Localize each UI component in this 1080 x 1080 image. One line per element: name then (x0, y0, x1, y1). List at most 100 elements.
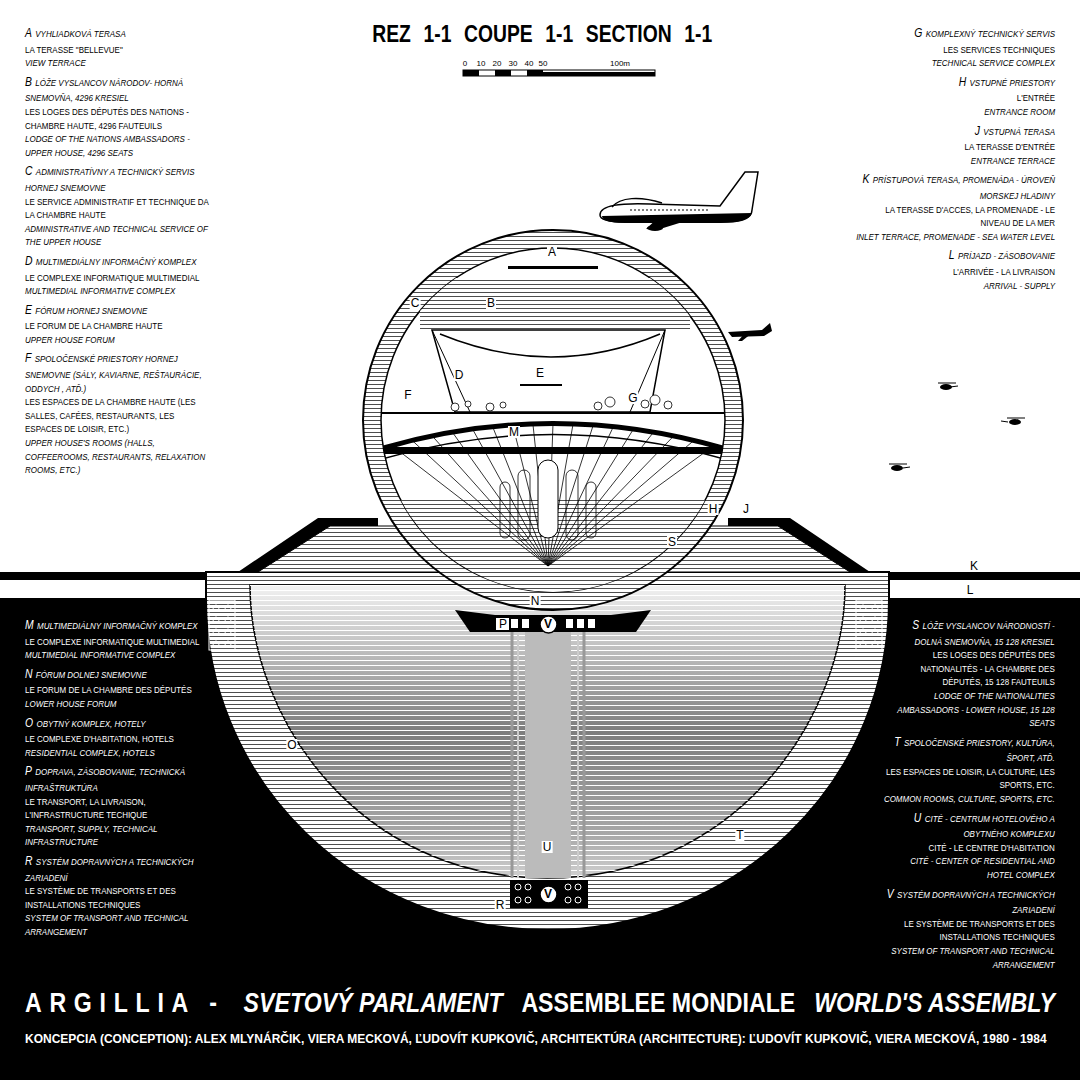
section-title: REZ 1-1 COUPE 1-1 SECTION 1-1 (372, 22, 712, 46)
central-shaft (512, 632, 584, 878)
french-text: CITÉ - LE CENTRE D'HABITATION (883, 841, 1055, 855)
legend-line: BLÓŽE VYSLANCOV NÁRODOV- HORNÁ SNEMOVŇA,… (25, 74, 210, 105)
legend-line: RSYSTÉM DOPRAVNÝCH A TECHNICKÝCH ZARIADE… (25, 853, 200, 884)
legend-entry: U CITÉ - CENTRUM HOTELOVÉHO A OBYTNÉHO KO… (883, 810, 1055, 882)
slovak-text: SPOLOČENSKÉ PRIESTORY, KULTÚRA, ŠPORT, A… (904, 737, 1055, 764)
slovak-text: CITÉ - CENTRUM HOTELOVÉHO A OBYTNÉHO KOM… (925, 813, 1055, 840)
scale-number: 40 (525, 60, 534, 68)
legend-line: SLÓŽE VYSLANCOV NÁRODNOSTÍ - DOLNÁ SNEMO… (883, 617, 1055, 648)
callout-letter: M (508, 426, 520, 438)
ground (0, 572, 1080, 1080)
legend-line: LPRÍJAZD - ZÁSOBOVANIE (855, 247, 1055, 265)
fan-line (452, 432, 548, 566)
callout-letter: O (286, 739, 297, 751)
legend-column: GKOMPLEXNÝ TECHNICKÝ SERVISLES SERVICES … (855, 25, 1055, 296)
small-aircraft (728, 323, 1025, 471)
english-text: MULTIMEDIAL INFORMATIVE COMPLEX (25, 648, 200, 662)
french-text: LE TRANSPORT, LA LIVRAISON, L'INFRASTRUC… (25, 795, 200, 822)
legend-entry: FSPOLOČENSKÉ PRIESTORY HORNEJ SNEMOVNE (… (25, 350, 210, 476)
slovak-text: LÓŽE VYSLANCOV NÁRODOV- HORNÁ SNEMOVŇA, … (25, 77, 183, 104)
legend-line: KPRÍSTUPOVÁ TERASA, PROMENÁDA - ÚROVEŇ M… (855, 171, 1055, 202)
slovak-text: OBYTNÝ KOMPLEX, HOTELY (36, 718, 145, 729)
scale-number: 20 (493, 60, 502, 68)
key-letter: T (895, 735, 901, 749)
callout-letter: R (495, 899, 506, 911)
legend-entry: HVSTUPNÉ PRIESTORYL'ENTRÉEENTRANCE ROOM (855, 74, 1055, 119)
french-text: L'ARRIVÉE - LA LIVRAISON (855, 265, 1055, 279)
english-text: SYSTEM OF TRANSPORT AND TECHNICAL ARRANG… (25, 911, 200, 938)
callout-letter: F (403, 389, 412, 401)
legend-entry: LPRÍJAZD - ZÁSOBOVANIEL'ARRIVÉE - LA LIV… (855, 247, 1055, 292)
english-text: LODGE OF THE NATIONS AMBASSADORS -UPPER … (25, 132, 210, 159)
english-text: RESIDENTIAL COMPLEX, HOTELS (25, 746, 200, 760)
key-letter: U (914, 811, 921, 825)
legend-line: U CITÉ - CENTRUM HOTELOVÉHO A OBYTNÉHO KO… (883, 810, 1055, 841)
callout-letter: U (542, 841, 553, 853)
legend-line: GKOMPLEXNÝ TECHNICKÝ SERVIS (855, 25, 1055, 43)
french-text: LE FORUM DE LA CHAMBRE HAUTE (25, 319, 210, 333)
legend-entry: JVSTUPNÁ TERASALA TERASSE D'ENTRÉEENTRAN… (855, 123, 1055, 168)
english-text: ENTRANCE TERRACE (855, 154, 1055, 168)
french-text: LES LOGES DES DÉPUTÉS DES NATIONALITÉS -… (883, 648, 1055, 689)
circle-marker: V (539, 615, 558, 634)
legend-entry: CADMINISTRATÍVNY A TECHNICKÝ SERVIS HORN… (25, 163, 210, 249)
english-text: TRANSPORT, SUPPLY, TECHNICAL INFRASTRUCT… (25, 822, 200, 849)
french-text: LE SYSTÈME DE TRANSPORTS ET DES INSTALLA… (25, 884, 200, 911)
legend-line: PDOPRAVA, ZÁSOBOVANIE, TECHNICKÁ INFRAŠT… (25, 763, 200, 794)
legend-entry: D MULTIMEDIÁLNY INFORMAČNÝ KOMPLEX LE COMP… (25, 253, 210, 298)
legend-entry: KPRÍSTUPOVÁ TERASA, PROMENÁDA - ÚROVEŇ M… (855, 171, 1055, 243)
english-text: MULTIMEDIAL INFORMATIVE COMPLEX (25, 284, 210, 298)
french-text: LES ESPACES DE LA CHAMBRE HAUTE (LES SAL… (25, 395, 210, 436)
slovak-text: SYSTÉM DOPRAVNÝCH A TECHNICKÝCH ZARIADEN… (25, 856, 194, 883)
key-letter: J (975, 124, 980, 138)
marker-letter: V (544, 888, 552, 900)
key-letter: R (25, 854, 32, 868)
key-letter: L (949, 248, 955, 262)
slovak-text: DOPRAVA, ZÁSOBOVANIE, TECHNICKÁ INFRAŠTR… (25, 766, 185, 793)
english-text: LOWER HOUSE FORUM (25, 697, 200, 711)
french-text: L'ENTRÉE (855, 91, 1055, 105)
french-text: LE SERVICE ADMINISTRATIF ET TECHNIQUE DA… (25, 195, 210, 222)
legend-line: EFÓRUM HORNEJ SNEMOVNE (25, 302, 210, 320)
slovak-text: LÓŽE VYSLANCOV NÁRODNOSTÍ - DOLNÁ SNEMOV… (915, 620, 1055, 647)
legend-line: JVSTUPNÁ TERASA (855, 123, 1055, 141)
legend-line: FSPOLOČENSKÉ PRIESTORY HORNEJ SNEMOVNE (… (25, 350, 210, 395)
legend-line: CADMINISTRATÍVNY A TECHNICKÝ SERVIS HORN… (25, 163, 210, 194)
key-letter: C (25, 164, 32, 178)
french-text: LE COMPLEXE INFORMATIQUE MULTIMEDIAL (25, 271, 210, 285)
callout-letter: N (530, 595, 541, 607)
french-text: LA TERASSE "BELLEVUE" (25, 43, 210, 57)
slovak-text: VSTUPNÁ TERASA (983, 126, 1055, 137)
slovak-text: MULTIMEDIÁLNY INFORMAČNÝ KOMPLEX (37, 620, 198, 631)
slovak-text: MULTIMEDIÁLNY INFORMAČNÝ KOMPLEX (36, 256, 197, 267)
legend-entry: RSYSTÉM DOPRAVNÝCH A TECHNICKÝCH ZARIADE… (25, 853, 200, 939)
callout-letter: T (735, 829, 744, 841)
fan-line (548, 446, 714, 566)
legend-column: SLÓŽE VYSLANCOV NÁRODNOSTÍ - DOLNÁ SNEMO… (883, 617, 1055, 975)
english-text: UPPER HOUSE FORUM (25, 333, 210, 347)
scale-number: 50 (539, 60, 548, 68)
transport-base (510, 880, 588, 908)
legend-line: TSPOLOČENSKÉ PRIESTORY, KULTÚRA, ŠPORT, … (883, 734, 1055, 765)
french-text: LA TERASSE D'ENTRÉE (855, 140, 1055, 154)
fan-line (473, 429, 549, 566)
legend-line: AVYHLIADKOVÁ TERASA (25, 25, 210, 43)
marker-letter: V (544, 618, 552, 630)
legend-entry: PDOPRAVA, ZÁSOBOVANIE, TECHNICKÁ INFRAŠT… (25, 763, 200, 849)
key-letter: D (25, 254, 32, 268)
scale-number: 100m (610, 60, 630, 68)
callout-letter: K (969, 560, 979, 572)
english-text: TECHNICAL SERVICE COMPLEX (855, 56, 1055, 70)
english-text: VIEW TERRACE (25, 56, 210, 70)
slovak-text: SYSTÉM DOPRAVNÝCH A TECHNICKÝCH ZARIADEN… (897, 889, 1055, 916)
french-text: LE SYSTÈME DE TRANSPORTS ET DES INSTALLA… (883, 917, 1055, 944)
key-letter: H (959, 75, 966, 89)
callout-letter: C (410, 297, 421, 309)
legend-entry: TSPOLOČENSKÉ PRIESTORY, KULTÚRA, ŠPORT, … (883, 734, 1055, 806)
english-text: ENTRANCE ROOM (855, 105, 1055, 119)
fan-line (548, 429, 634, 566)
fan-line (412, 440, 548, 566)
french-text: LES SERVICES TECHNIQUES (855, 43, 1055, 57)
callout-letter: L (966, 584, 975, 596)
